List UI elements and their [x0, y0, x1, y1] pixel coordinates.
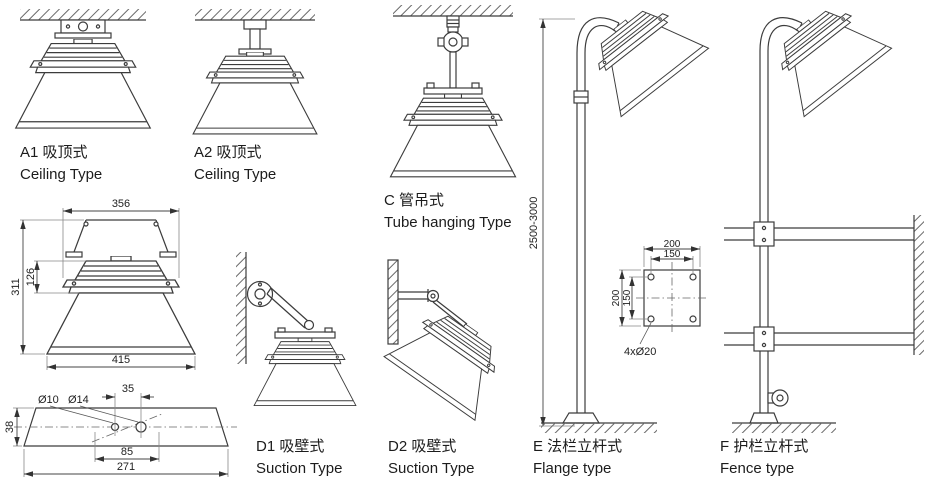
dimension-flange-inner-height: 150 — [622, 276, 648, 320]
wall-post-hatch — [387, 259, 399, 345]
hole-diameter-callouts: Ø10 Ø14 — [38, 394, 139, 424]
pole-with-gooseneck — [759, 17, 803, 413]
label-d1-en: Suction Type — [256, 459, 343, 477]
dimension-pole-height: 2500-3000 — [528, 18, 575, 427]
pole-junction-box — [767, 389, 789, 407]
dimension-flange-inner-width: 150 — [650, 249, 694, 273]
label-d1-cn: D1 吸壁式 — [256, 438, 325, 455]
figure-c-tube-hanging-drawing — [389, 5, 517, 178]
angled-arm — [266, 287, 315, 331]
figure-flange-detail: 200 150 200 150 4xØ20 — [611, 239, 708, 358]
label-f-en: Fence type — [720, 459, 795, 477]
figure-front-view-dimensions: 356 311 126 415 — [10, 198, 196, 370]
dim-value-2500-3000: 2500-3000 — [528, 197, 540, 250]
label-a1: A1 吸顶式 Ceiling Type — [20, 142, 102, 186]
label-a2-en: Ceiling Type — [194, 165, 277, 183]
label-d2-cn: D2 吸壁式 — [388, 438, 457, 455]
dimension-plate-length: 271 — [23, 449, 229, 477]
highbay-lamp-icon — [15, 39, 151, 129]
dim-value-356: 356 — [112, 198, 130, 210]
dim-value-126: 126 — [25, 268, 37, 286]
highbay-lamp-icon-tilted — [383, 295, 518, 421]
dimension-plate-height: 38 — [4, 407, 34, 447]
label-c-cn: C 管吊式 — [384, 192, 445, 209]
figure-mounting-plate-dimensions: 35 Ø10 Ø14 38 85 271 — [4, 383, 237, 477]
flange-base-and-ground — [541, 412, 657, 433]
dimension-flange-outer-width: 200 — [643, 239, 701, 267]
dimension-body-height: 126 — [25, 260, 86, 294]
dim-value-200w: 200 — [664, 239, 681, 250]
ceiling-hatch — [195, 9, 315, 21]
dim-value-200h: 200 — [611, 289, 622, 306]
figure-e-flange-pole-drawing: 2500-3000 — [528, 0, 710, 433]
figure-d2-wall-mount-drawing — [383, 259, 518, 421]
rail-clamps — [753, 221, 775, 352]
label-a2: A2 吸顶式 Ceiling Type — [194, 142, 276, 186]
wall-hatch — [236, 252, 247, 364]
highbay-lamp-icon — [192, 52, 318, 135]
pole-with-gooseneck — [573, 17, 620, 413]
junction-box — [54, 19, 112, 39]
dimension-hole-pitch: 35 — [102, 383, 154, 418]
wall-arm — [398, 289, 468, 328]
label-d2-en: Suction Type — [388, 459, 475, 477]
dim-value-415: 415 — [112, 354, 130, 366]
hanging-tube-assembly — [423, 15, 483, 95]
dim-value-271: 271 — [117, 461, 135, 473]
dim-value-150h: 150 — [622, 289, 633, 306]
label-d1: D1 吸壁式 Suction Type — [256, 436, 342, 480]
dim-value-d14: Ø14 — [68, 394, 89, 406]
wall-junction-box — [246, 280, 274, 308]
dimension-flange-outer-height: 200 — [611, 269, 641, 327]
ceiling-hatch — [393, 5, 513, 17]
label-e-en: Flange type — [533, 459, 612, 477]
pole-base-and-ground — [732, 412, 836, 433]
figure-f-fence-pole-drawing — [724, 0, 924, 433]
mounting-rod — [238, 19, 272, 55]
dim-value-150w: 150 — [664, 249, 681, 260]
dimension-total-height: 311 — [10, 219, 84, 355]
dim-value-d10: Ø10 — [38, 394, 59, 406]
lamp-bracket — [274, 327, 336, 339]
dim-value-35: 35 — [122, 383, 134, 395]
bolt-hole-callout: 4xØ20 — [624, 322, 656, 358]
plate-holes — [110, 416, 147, 438]
dim-value-4xd20: 4xØ20 — [624, 346, 656, 358]
fence-wall-hatch — [913, 215, 924, 355]
label-f-cn: F 护栏立杆式 — [720, 438, 809, 455]
dim-value-311: 311 — [10, 278, 22, 296]
highbay-lamp-icon — [46, 256, 196, 355]
figure-a2-ceiling-drawing — [192, 9, 318, 135]
highbay-lamp-icon — [253, 338, 357, 407]
dim-value-85: 85 — [121, 446, 133, 458]
label-e: E 法栏立杆式 Flange type — [533, 436, 622, 480]
ceiling-hatch — [20, 9, 146, 21]
label-a1-en: Ceiling Type — [20, 165, 103, 183]
label-c-en: Tube hanging Type — [384, 213, 512, 231]
label-a1-cn: A1 吸顶式 — [20, 144, 88, 161]
highbay-lamp-icon — [389, 94, 517, 178]
fence-rails — [724, 227, 914, 346]
dimension-slot-pitch: 85 — [94, 432, 160, 462]
label-c: C 管吊式 Tube hanging Type — [384, 190, 512, 234]
dim-value-38: 38 — [4, 421, 16, 433]
label-f: F 护栏立杆式 Fence type — [720, 436, 808, 480]
dimension-bottom-width: 415 — [46, 354, 196, 370]
figure-a1-ceiling-drawing — [15, 9, 151, 129]
carry-handle-bracket — [65, 219, 177, 258]
plate-diagonal-centerline — [91, 413, 163, 443]
label-d2: D2 吸壁式 Suction Type — [388, 436, 474, 480]
figure-d1-wall-mount-drawing — [236, 252, 357, 407]
label-a2-cn: A2 吸顶式 — [194, 144, 262, 161]
label-e-cn: E 法栏立杆式 — [533, 438, 623, 455]
